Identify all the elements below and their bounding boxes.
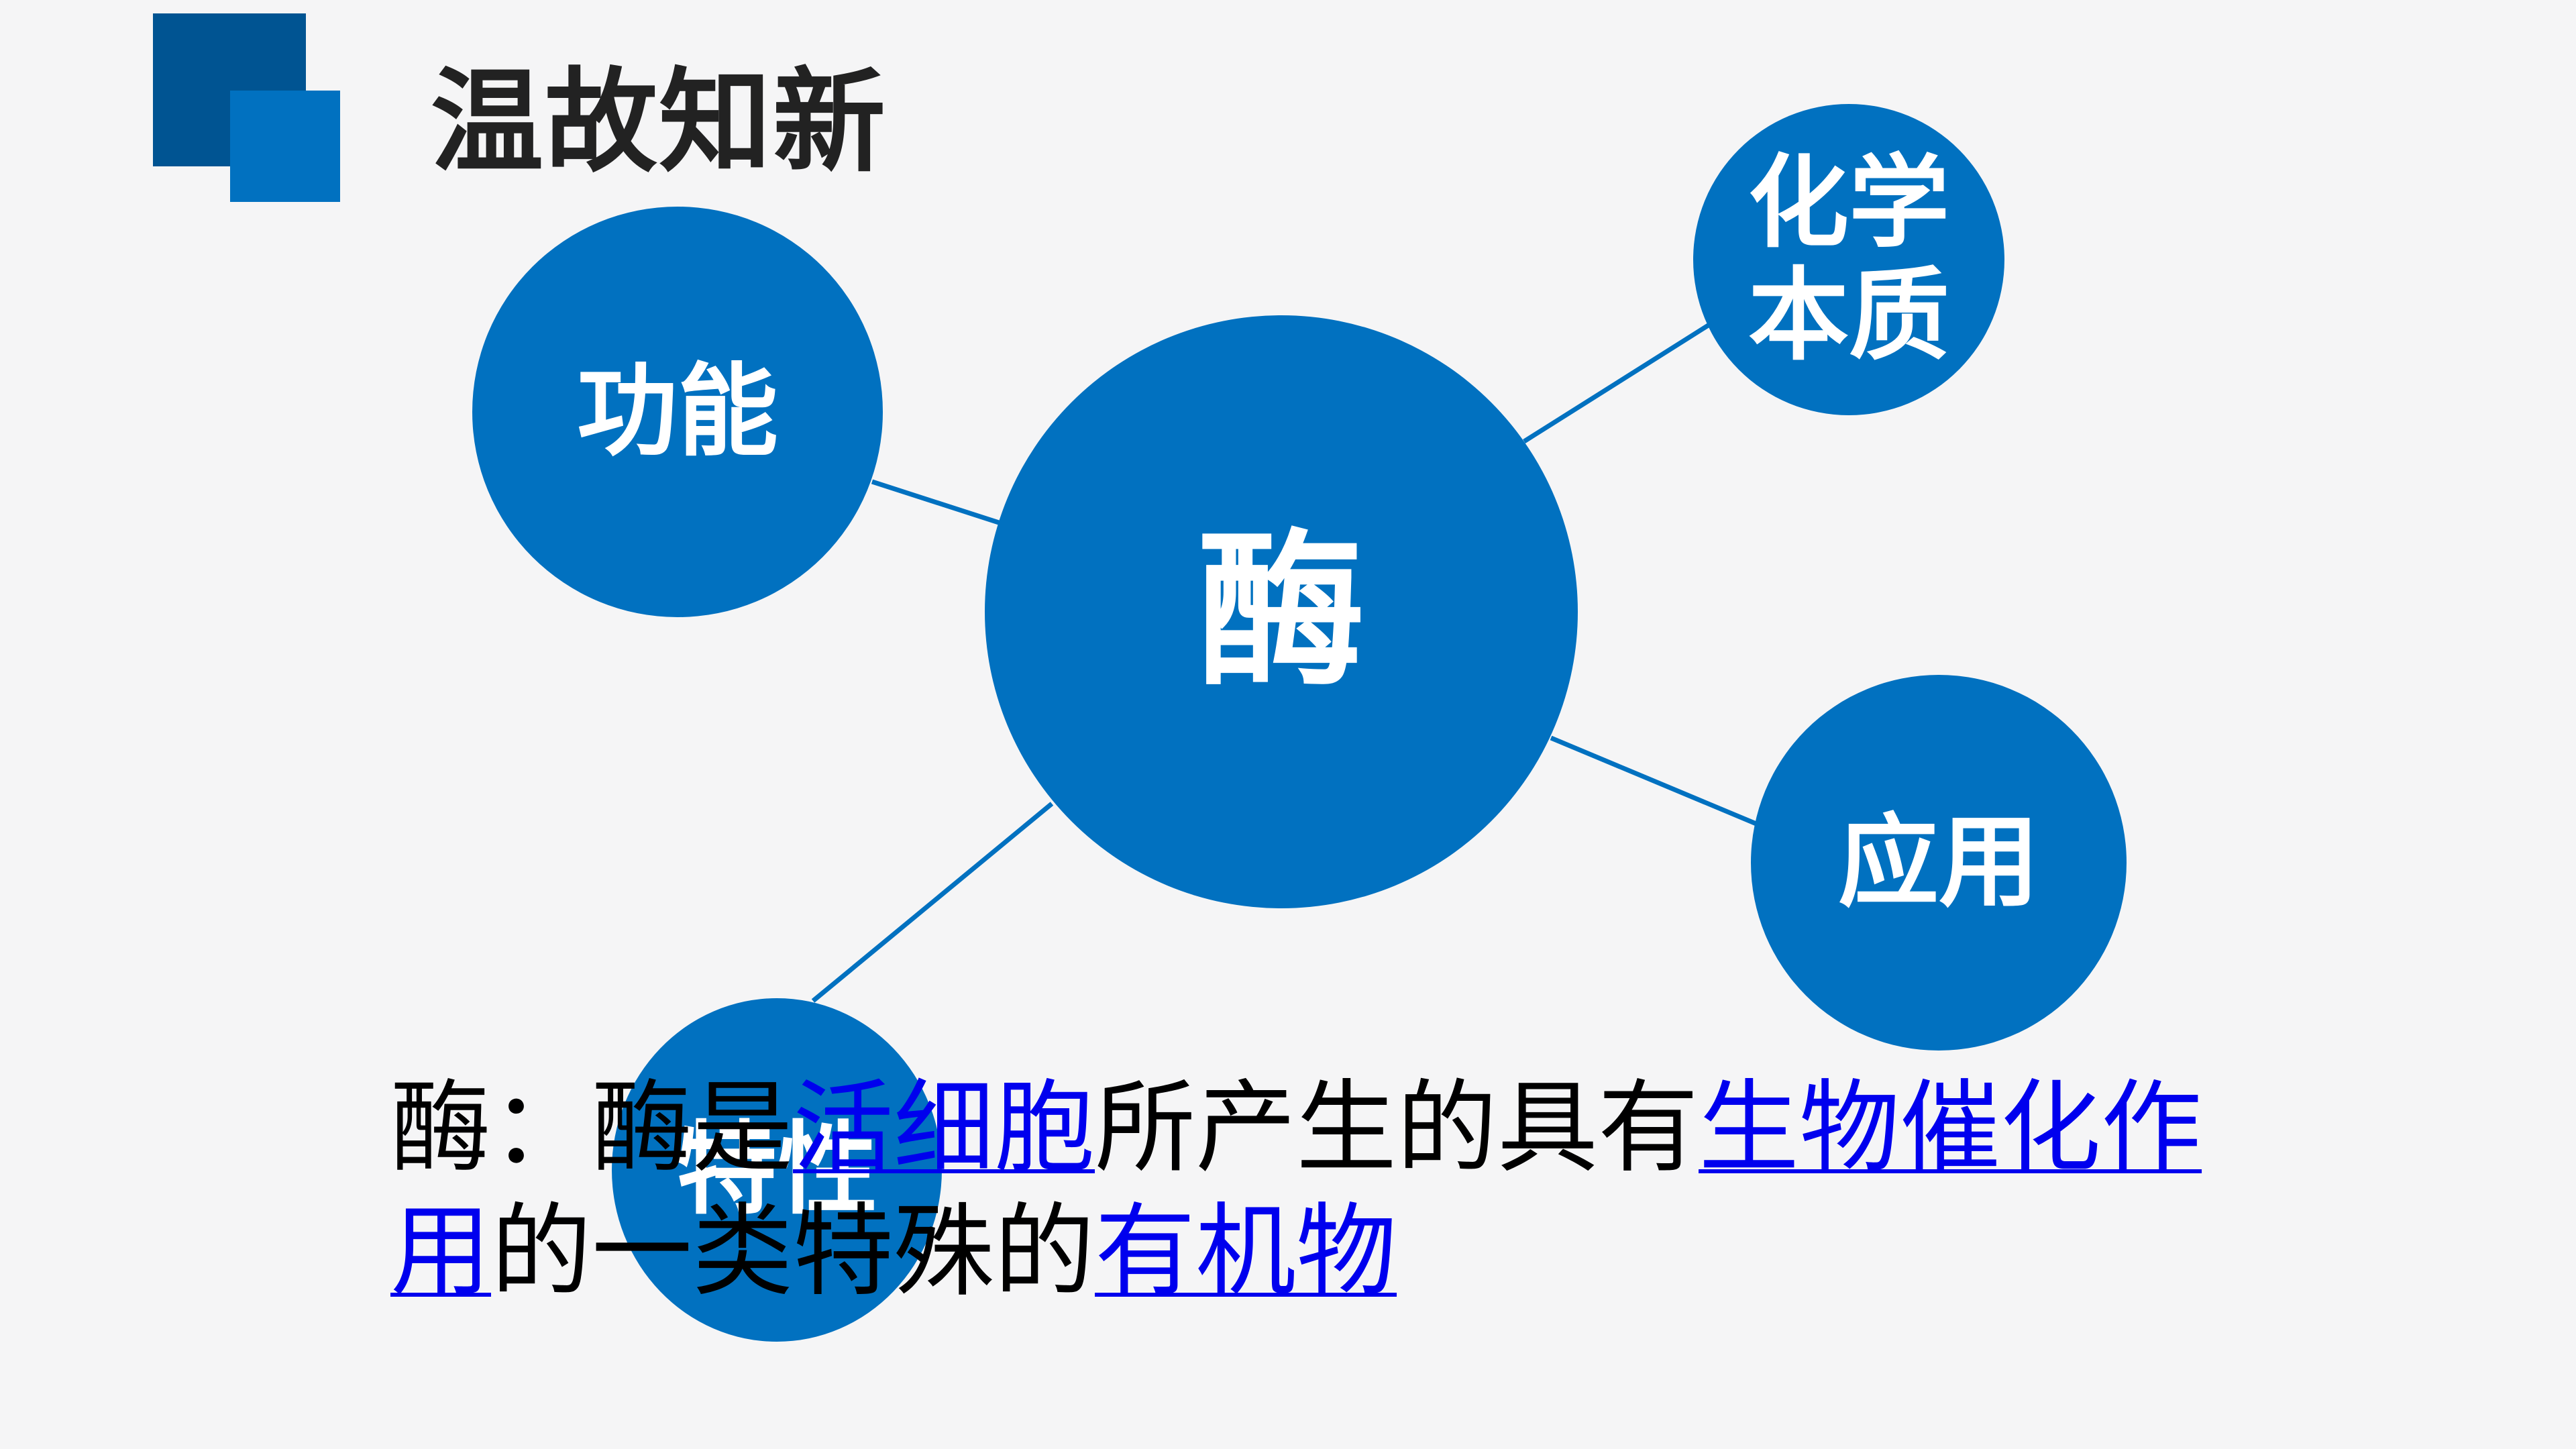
definition-text: 所产生的具有: [1095, 1070, 1699, 1187]
node-chemical-nature[interactable]: 化学本质: [1693, 104, 2004, 415]
connector-chemical-nature: [1523, 323, 1711, 443]
node-application[interactable]: 应用: [1751, 675, 2127, 1051]
definition-link-living-cell[interactable]: 活细胞: [793, 1070, 1095, 1187]
definition-text: 酶：酶是: [390, 1070, 794, 1187]
node-application-label: 应用: [1837, 804, 2039, 921]
connector-application: [1550, 735, 1758, 826]
node-feature-label: 特性: [676, 1112, 877, 1228]
definition-link-organic-matter[interactable]: 有机物: [1095, 1193, 1397, 1310]
connector-feature: [811, 802, 1054, 1003]
node-chemical-nature-label: 化学本质: [1748, 145, 1949, 374]
node-center-label: 酶: [1197, 514, 1365, 709]
node-function[interactable]: 功能: [472, 207, 883, 617]
definition-text: 的一类特殊的: [491, 1193, 1095, 1310]
node-feature[interactable]: 特性: [612, 998, 942, 1342]
node-center-enzyme[interactable]: 酶: [985, 315, 1578, 908]
node-function-label: 功能: [576, 354, 778, 470]
definition-link-biocatalysis[interactable]: 生物催化作用: [390, 1070, 2202, 1310]
connector-function: [871, 479, 1002, 526]
page-title: 温故知新: [431, 56, 887, 188]
decor-square-light: [230, 91, 340, 202]
enzyme-definition: 酶：酶是活细胞所产生的具有生物催化作用的一类特殊的有机物: [390, 1067, 2255, 1313]
